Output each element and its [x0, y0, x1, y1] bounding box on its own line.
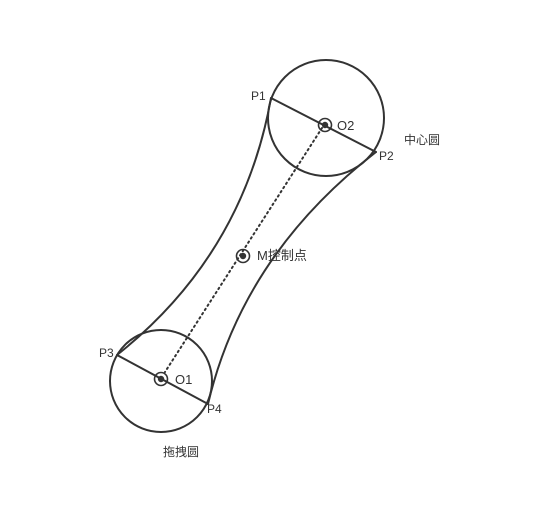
o1-marker: [153, 371, 169, 387]
label-o2: O2: [337, 118, 354, 133]
bezier-curve-right: [207, 151, 377, 405]
label-p2: P2: [379, 149, 394, 163]
label-p1: P1: [251, 89, 266, 103]
m-marker: [235, 248, 251, 264]
label-p3: P3: [99, 346, 114, 360]
o2-marker: [317, 117, 333, 133]
bezier-curve-left: [116, 97, 272, 356]
label-drag-circle: 拖拽圆: [163, 445, 199, 459]
label-o1: O1: [175, 372, 192, 387]
label-m-control-point: M控制点: [257, 248, 307, 263]
drag-circle: [109, 329, 213, 433]
label-p4: P4: [207, 402, 222, 416]
label-center-circle: 中心圆: [404, 132, 440, 147]
